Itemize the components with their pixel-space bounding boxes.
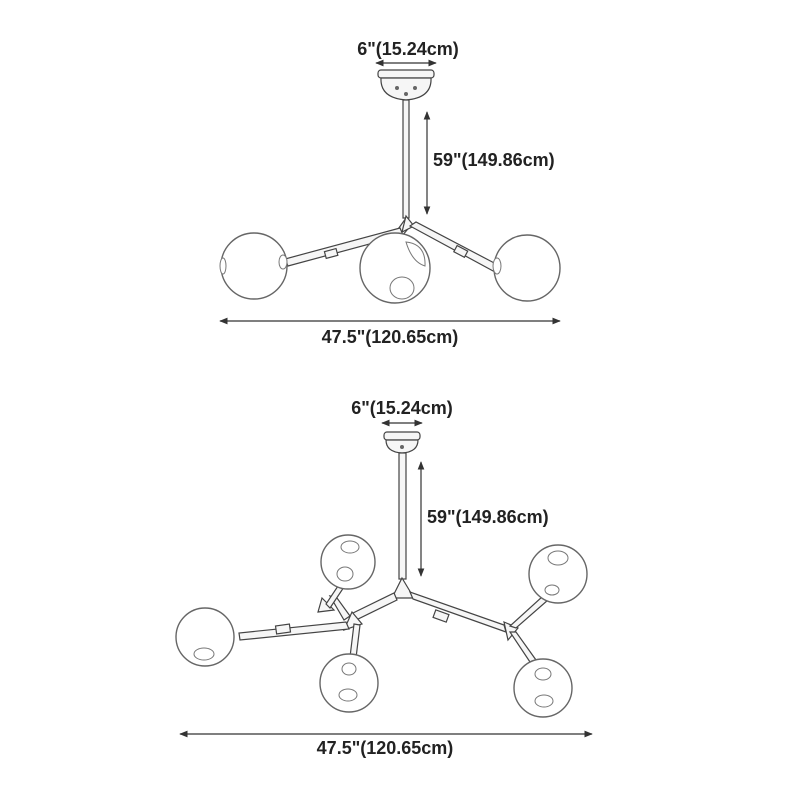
top-drop-length-label: 59"(149.86cm) (433, 150, 555, 170)
bottom-globe-lower-right (513, 658, 573, 718)
bottom-canopy-width-label: 6"(15.24cm) (351, 398, 453, 418)
bottom-globe-upper-left (320, 534, 376, 590)
bottom-drop-length-label: 59"(149.86cm) (427, 507, 549, 527)
bottom-globe-upper-right (528, 544, 588, 604)
top-down-rod (402, 99, 410, 219)
bottom-canopy (383, 431, 421, 454)
top-canopy (377, 69, 435, 101)
top-overall-width-label: 47.5"(120.65cm) (322, 327, 459, 347)
six-light-chandelier: 6"(15.24cm) 59"(149.86cm) (175, 398, 593, 758)
top-canopy-width-label: 6"(15.24cm) (357, 39, 459, 59)
top-globe-left (219, 232, 288, 300)
bottom-globe-far-left (175, 607, 235, 667)
bottom-down-rod (398, 452, 407, 580)
three-light-chandelier: 6"(15.24cm) 59"(149.86cm) (219, 39, 561, 347)
top-globe-right (492, 234, 561, 302)
bottom-globe-lower-left (319, 653, 379, 713)
bottom-overall-width-label: 47.5"(120.65cm) (317, 738, 454, 758)
top-globe-center (359, 232, 431, 304)
bottom-arms (238, 573, 549, 663)
